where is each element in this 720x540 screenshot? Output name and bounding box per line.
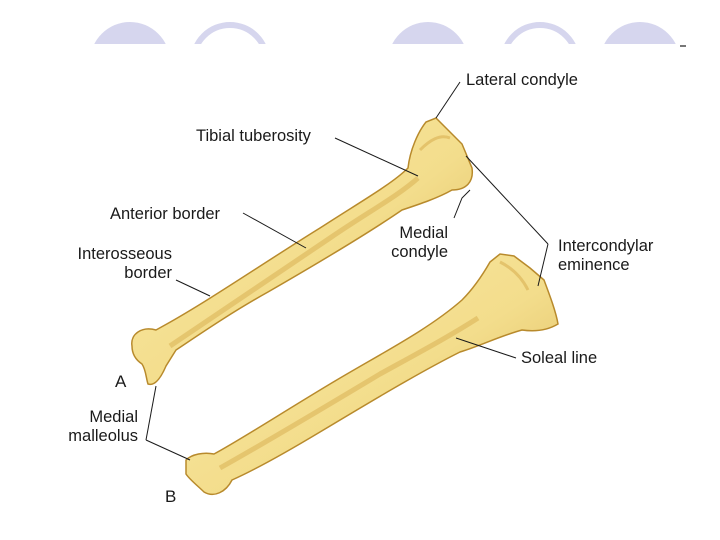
label-interosseous-line2: border: [60, 264, 172, 283]
label-interosseous-border: Interosseous border: [60, 245, 172, 283]
label-lateral-condyle: Lateral condyle: [466, 71, 578, 90]
label-soleal-line: Soleal line: [521, 349, 597, 368]
label-view-b: B: [165, 487, 176, 506]
label-intercondylar-line1: Intercondylar: [558, 237, 653, 256]
label-medial-malleolus-line1: Medial: [60, 408, 138, 427]
label-medial-condyle-line1: Medial: [382, 224, 448, 243]
label-interosseous-line1: Interosseous: [60, 245, 172, 264]
label-intercondylar-line2: eminence: [558, 256, 653, 275]
label-medial-condyle: Medial condyle: [382, 224, 448, 262]
label-medial-malleolus: Medial malleolus: [60, 408, 138, 446]
label-tibial-tuberosity: Tibial tuberosity: [196, 127, 311, 146]
label-medial-malleolus-line2: malleolus: [60, 427, 138, 446]
label-anterior-border: Anterior border: [110, 205, 220, 224]
label-intercondylar-eminence: Intercondylar eminence: [558, 237, 653, 275]
label-view-a: A: [115, 372, 126, 391]
label-medial-condyle-line2: condyle: [382, 243, 448, 262]
